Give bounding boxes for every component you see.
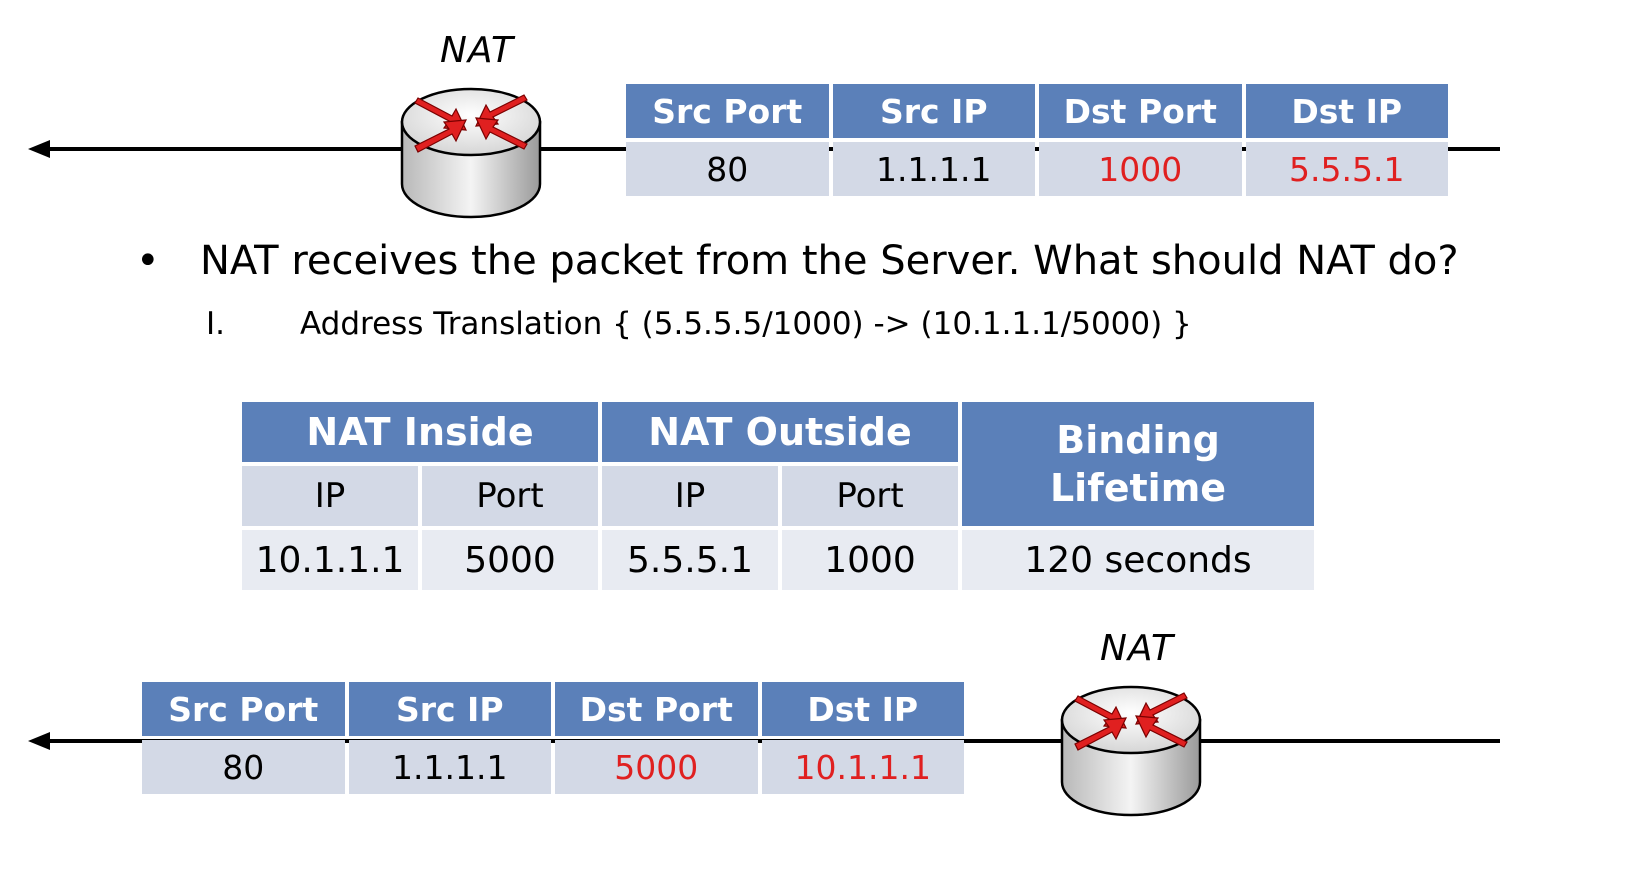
header-nat-inside: NAT Inside	[242, 402, 599, 462]
cell-binding-lifetime: 120 seconds	[962, 530, 1315, 590]
bottom-left-arrowhead	[28, 732, 50, 750]
step-text: Address Translation { (5.5.5.5/1000) -> …	[300, 306, 1192, 342]
top-header-dst-port: Dst Port	[1039, 84, 1242, 138]
cell-inside-port: 5000	[422, 530, 599, 590]
top-packet-table: Src Port Src IP Dst Port Dst IP 80 1.1.1…	[622, 80, 1452, 200]
bottom-packet-table: Src Port Src IP Dst Port Dst IP 80 1.1.1…	[138, 678, 968, 798]
bottom-header-dst-port: Dst Port	[555, 682, 758, 736]
step-marker: I.	[206, 306, 225, 342]
top-router-icon[interactable]	[396, 76, 546, 226]
subheader-inside-ip: IP	[242, 466, 418, 526]
subheader-outside-ip: IP	[602, 466, 779, 526]
top-left-arrowhead	[28, 140, 50, 158]
top-value-src-port: 80	[626, 142, 829, 196]
bottom-header-src-port: Src Port	[142, 682, 345, 736]
top-value-src-ip: 1.1.1.1	[832, 142, 1035, 196]
cell-inside-ip: 10.1.1.1	[242, 530, 418, 590]
header-nat-outside: NAT Outside	[602, 402, 959, 462]
bottom-header-dst-ip: Dst IP	[761, 682, 964, 736]
top-nat-label: NAT	[440, 30, 514, 71]
top-header-dst-ip: Dst IP	[1245, 84, 1448, 138]
cell-outside-ip: 5.5.5.1	[602, 530, 779, 590]
top-value-dst-port: 1000	[1039, 142, 1242, 196]
bottom-value-src-ip: 1.1.1.1	[348, 740, 551, 794]
top-header-src-ip: Src IP	[832, 84, 1035, 138]
bottom-header-src-ip: Src IP	[348, 682, 551, 736]
top-value-dst-ip: 5.5.5.1	[1245, 142, 1448, 196]
question-text: NAT receives the packet from the Server.…	[200, 238, 1459, 284]
question-bullet: •	[136, 238, 160, 284]
subheader-inside-port: Port	[422, 466, 599, 526]
bottom-value-dst-ip: 10.1.1.1	[761, 740, 964, 794]
bottom-router-icon[interactable]	[1056, 674, 1206, 824]
header-binding-lifetime: Binding Lifetime	[962, 402, 1315, 526]
cell-outside-port: 1000	[782, 530, 959, 590]
nat-binding-table: NAT Inside NAT Outside Binding Lifetime …	[238, 398, 1318, 594]
bottom-value-src-port: 80	[142, 740, 345, 794]
subheader-outside-port: Port	[782, 466, 959, 526]
top-header-src-port: Src Port	[626, 84, 829, 138]
bottom-value-dst-port: 5000	[555, 740, 758, 794]
bottom-nat-label: NAT	[1100, 628, 1174, 669]
